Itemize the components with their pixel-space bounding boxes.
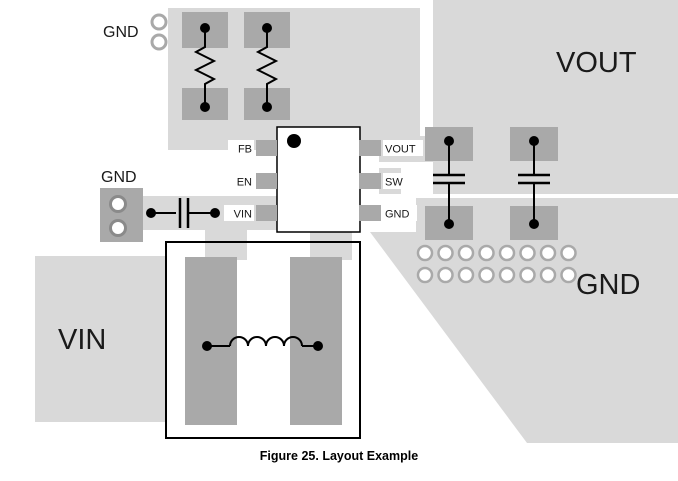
output-capacitor-2	[510, 127, 558, 240]
via	[519, 244, 536, 262]
inductor-symbol	[202, 336, 323, 351]
resistor2-top-terminal	[262, 23, 272, 33]
via	[519, 266, 536, 284]
vout-copper-pour	[433, 0, 678, 194]
via	[539, 244, 557, 262]
gnd-label-chip	[383, 205, 417, 221]
gnd-region-label: GND	[576, 269, 640, 301]
resistor1-symbol	[193, 23, 217, 112]
sw-label-chip	[383, 173, 409, 189]
input-gnd-vias	[109, 195, 127, 237]
ic-pin-vout	[359, 140, 381, 156]
via	[498, 244, 516, 262]
vin-region-label: VIN	[58, 324, 106, 356]
figure-caption: Figure 25. Layout Example	[260, 449, 418, 463]
input-capacitor-symbol	[146, 198, 220, 228]
gnd-via-array	[416, 244, 577, 284]
output-cap1-bottom-terminal	[444, 219, 454, 229]
vin-to-inductor-trace	[205, 228, 247, 260]
gnd-top-vias	[150, 13, 168, 51]
en-label-chip	[228, 173, 254, 189]
pin-label-en: EN	[237, 177, 252, 189]
via	[437, 244, 454, 262]
inductor-right-pad	[290, 257, 342, 425]
ic-pin1-dot	[287, 134, 301, 148]
via	[478, 266, 495, 284]
via	[109, 219, 127, 237]
pin-label-gnd: GND	[385, 209, 410, 221]
via	[457, 244, 475, 262]
vin-copper-pour	[35, 256, 166, 422]
resistor2-symbol	[255, 23, 279, 112]
via	[560, 244, 577, 262]
gnd-input-label: GND	[101, 169, 137, 186]
vout-region-label: VOUT	[556, 47, 637, 79]
gnd-top-label: GND	[103, 24, 139, 41]
ic-pin-vin	[256, 205, 277, 221]
pin-label-vout: VOUT	[385, 144, 416, 156]
ic-pin-en	[256, 173, 277, 189]
pin-label-vin: VIN	[234, 209, 252, 221]
via	[109, 195, 127, 213]
inductor-area	[165, 241, 361, 439]
resistor1-top-terminal	[200, 23, 210, 33]
via	[416, 266, 434, 284]
input-cap-right-terminal	[210, 208, 220, 218]
ic: FB EN VIN VOUT SW GND	[224, 126, 423, 233]
via	[498, 266, 516, 284]
via	[560, 266, 577, 284]
via	[539, 266, 557, 284]
output-capacitor-1	[425, 127, 473, 240]
via	[478, 244, 495, 262]
pin-label-sw: SW	[385, 177, 403, 189]
inductor-left-pad	[185, 257, 237, 425]
ic-pin-sw	[359, 173, 381, 189]
ic-pin-gnd	[359, 205, 381, 221]
fb-label-chip	[228, 140, 254, 156]
inductor-outline-box	[165, 241, 361, 439]
resistor2-bottom-terminal	[262, 102, 272, 112]
via	[416, 244, 434, 262]
vin-label-chip	[224, 205, 254, 221]
vout-label-chip	[383, 140, 423, 156]
inductor-right-terminal	[313, 341, 323, 351]
resistor1-bottom-terminal	[200, 102, 210, 112]
via	[457, 266, 475, 284]
via	[150, 13, 168, 31]
output-cap2-bottom-terminal	[529, 219, 539, 229]
ic-pin-fb	[256, 140, 277, 156]
pin-label-fb: FB	[238, 144, 252, 156]
via	[150, 33, 168, 51]
via	[437, 266, 454, 284]
